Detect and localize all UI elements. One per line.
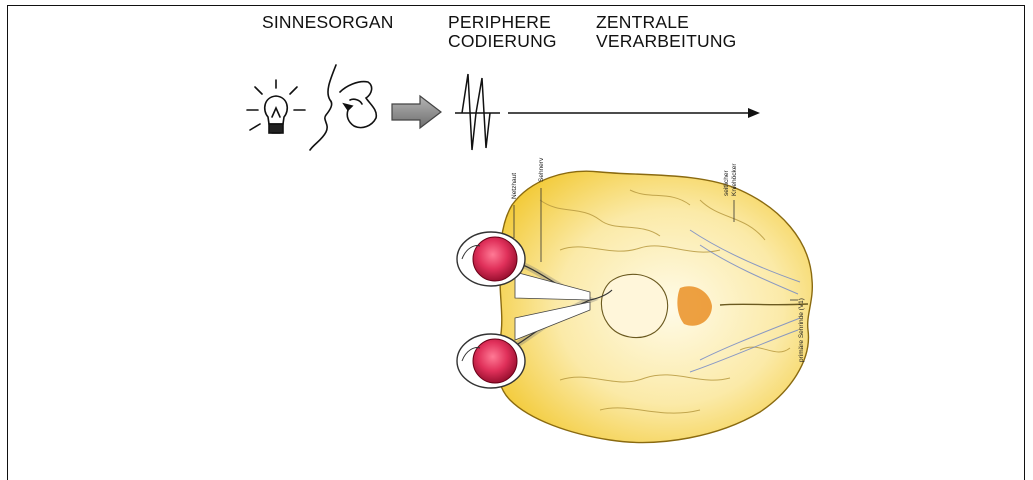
processing-flow-arrow (508, 108, 760, 118)
face-profile-icon (310, 65, 376, 150)
label-lgn-line2: Kniehöcker (731, 163, 738, 196)
label-retina: Netzhaut (511, 173, 518, 199)
light-bulb-icon (247, 80, 305, 133)
label-optic-nerve: Sehnerv (538, 157, 545, 182)
label-lgn-line1: seitlicher (723, 170, 730, 196)
label-primary-visual-cortex: primäre Sehrinde (V1) (798, 298, 805, 362)
action-potential-spike-icon (455, 74, 500, 150)
left-eye-illustration (457, 232, 525, 286)
brain-illustration (497, 171, 813, 442)
right-eye-illustration (457, 334, 525, 388)
transduction-arrow-icon (392, 96, 441, 128)
